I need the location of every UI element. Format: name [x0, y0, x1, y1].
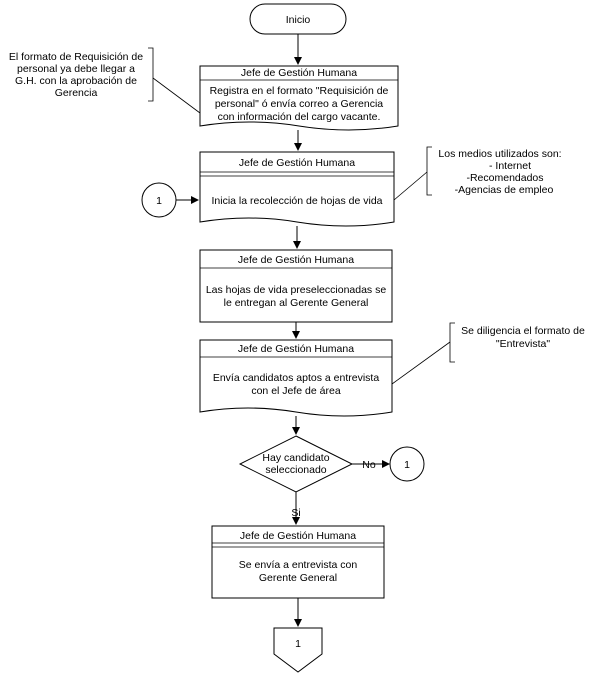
step-5-text-line-2: Gerente General [259, 572, 337, 584]
step-3-text-line-2: le entregan al Gerente General [224, 297, 369, 309]
annotation-medios-line-3: -Recomendados [466, 172, 543, 184]
step-1-text-line-1: Registra en el formato "Requisición de [210, 85, 389, 97]
offpage-connector-label: 1 [295, 638, 301, 650]
annotation-entrevista-line-1: Se diligencia el formato de [461, 325, 585, 337]
annotation-requisicion-line-4: Gerencia [55, 87, 98, 99]
annotation-requisicion: El formato de Requisición de personal ya… [9, 47, 201, 114]
step-4-role: Jefe de Gestión Humana [238, 343, 354, 355]
decision-text-line-1: Hay candidato [262, 452, 329, 464]
start-terminator: Inicio [249, 3, 347, 35]
process-step-1: Jefe de Gestión Humana Registra en el fo… [199, 65, 399, 131]
annotation-requisicion-line-3: G.H. con la aprobación de [15, 75, 137, 87]
step-2-text-line-1: Inicia la recolección de hojas de vida [211, 195, 382, 207]
no-branch-connector-label: 1 [404, 459, 410, 471]
annotation-medios-line-4: -Agencias de empleo [455, 184, 554, 196]
entry-connector: 1 [141, 182, 177, 218]
annotation-medios-line-1: Los medios utilizados son: [438, 148, 561, 160]
process-step-4: Jefe de Gestión Humana Envía candidatos … [199, 339, 393, 417]
step-5-role: Jefe de Gestión Humana [240, 530, 356, 542]
annotation-entrevista-line-2: "Entrevista" [496, 338, 550, 350]
step-1-text-line-3: con información del cargo vacante. [218, 111, 381, 123]
start-label: Inicio [286, 14, 311, 26]
annotation-entrevista: Se diligencia el formato de "Entrevista" [391, 322, 585, 385]
annotation-requisicion-line-1: El formato de Requisición de [9, 51, 143, 63]
annotation-medios: Los medios utilizados son: - Internet -R… [393, 146, 562, 201]
entry-connector-label: 1 [156, 195, 162, 207]
step-4-text-line-1: Envía candidatos aptos a entrevista [213, 372, 380, 384]
offpage-connector: 1 [273, 627, 323, 673]
step-3-text-line-1: Las hojas de vida preseleccionadas se [206, 284, 387, 296]
annotation-requisicion-line-2: personal ya debe llegar a [17, 63, 135, 75]
decision-no-label: No [362, 459, 376, 471]
step-4-text-line-2: con el Jefe de área [251, 385, 340, 397]
decision-diamond: Hay candidato seleccionado [238, 435, 354, 493]
process-step-3: Jefe de Gestión Humana Las hojas de vida… [199, 249, 393, 323]
annotation-medios-line-2: - Internet [489, 160, 531, 172]
step-3-role: Jefe de Gestión Humana [238, 254, 354, 266]
step-1-text-line-2: personal" ó envía correo a Gerencia [215, 98, 383, 110]
decision-yes-label: Si [291, 507, 300, 519]
decision-text-line-2: seleccionado [265, 464, 326, 476]
step-5-text-line-1: Se envía a entrevista con [239, 559, 358, 571]
step-1-role: Jefe de Gestión Humana [241, 67, 357, 79]
no-branch-connector: 1 [389, 446, 425, 482]
step-2-role: Jefe de Gestión Humana [239, 157, 355, 169]
process-step-2: Jefe de Gestión Humana Inicia la recolec… [199, 151, 395, 227]
process-step-5: Jefe de Gestión Humana Se envía a entrev… [211, 525, 385, 599]
